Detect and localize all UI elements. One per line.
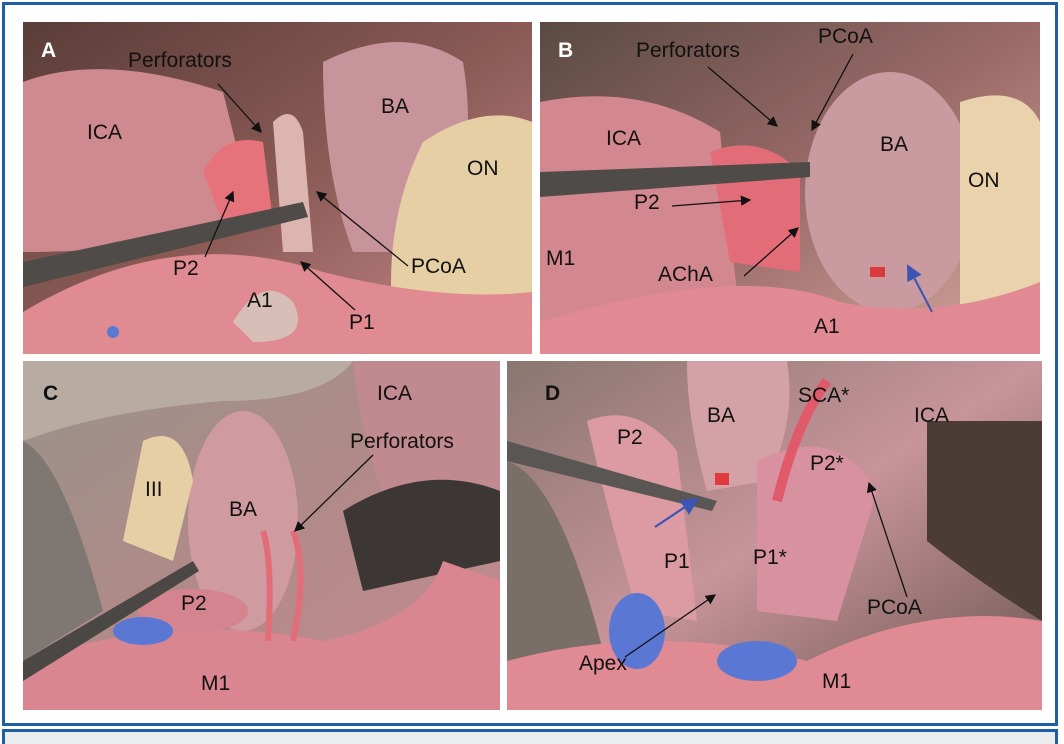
label-sca: SCA* (798, 384, 850, 407)
label-m1: M1 (822, 670, 852, 693)
label-iii: III (145, 478, 163, 501)
label-p1-star: P1* (753, 546, 787, 569)
label-a1: A1 (247, 289, 273, 312)
label-a1: A1 (814, 315, 840, 338)
panel-letter: A (41, 39, 57, 62)
label-perforators: Perforators (636, 39, 740, 62)
panel-c: C ICA Perforators III BA P2 M1 (23, 361, 500, 710)
figure-footer-strip (2, 729, 1058, 744)
label-pcoa: PCoA (818, 25, 873, 48)
label-p2-star: P2* (810, 452, 844, 475)
panel-d: D BA SCA* ICA P2 P2* P1 P1* PCoA Apex M1 (507, 361, 1042, 710)
panel-b-photo (540, 22, 1040, 354)
panel-c-photo (23, 361, 500, 710)
label-on: ON (968, 169, 1000, 192)
label-acha: AChA (658, 263, 713, 286)
panel-letter: B (558, 39, 574, 62)
label-p2: P2 (617, 426, 643, 449)
label-m1: M1 (546, 247, 576, 270)
label-ica: ICA (87, 121, 123, 144)
label-apex: Apex (579, 652, 627, 675)
label-ica: ICA (914, 404, 950, 427)
label-pcoa: PCoA (867, 596, 922, 619)
label-pcoa: PCoA (411, 255, 466, 278)
label-p2: P2 (634, 191, 660, 214)
label-perforators: Perforators (350, 430, 454, 453)
label-p1: P1 (664, 550, 690, 573)
panel-a-photo (23, 22, 532, 354)
label-p2: P2 (181, 592, 207, 615)
panel-d-photo (507, 361, 1042, 710)
label-perforators: Perforators (128, 49, 232, 72)
label-ba: BA (707, 404, 736, 427)
label-p1: P1 (349, 311, 375, 334)
label-ba: BA (229, 498, 258, 521)
panel-a: A Perforators ICA BA ON P2 PCoA A1 P1 (23, 22, 532, 354)
label-ba: BA (381, 95, 410, 118)
label-ica: ICA (377, 382, 413, 405)
label-ica: ICA (606, 127, 642, 150)
label-on: ON (467, 157, 499, 180)
panel-letter: D (545, 382, 561, 405)
label-p2: P2 (173, 257, 199, 280)
panel-letter: C (43, 382, 59, 405)
label-m1: M1 (201, 672, 231, 695)
panel-b: B Perforators PCoA ICA BA ON P2 M1 AChA … (540, 22, 1040, 354)
label-ba: BA (880, 133, 909, 156)
